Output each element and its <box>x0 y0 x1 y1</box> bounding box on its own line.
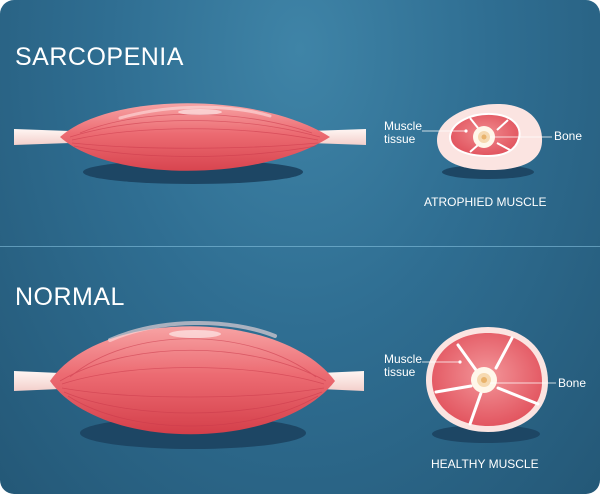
caption-atrophied: ATROPHIED MUSCLE <box>424 195 547 209</box>
muscle-belly-bottom <box>50 326 335 435</box>
atrophied-cross-section <box>422 103 552 179</box>
title-sarcopenia: SARCOPENIA <box>15 43 184 71</box>
tendon-right-top <box>310 129 366 145</box>
healthy-muscle <box>14 321 364 449</box>
muscle-tissue-label-bottom: Muscle tissue <box>384 352 423 379</box>
bone-label-top: Bone <box>554 129 583 143</box>
title-normal: NORMAL <box>15 283 125 311</box>
section-divider <box>0 246 600 247</box>
caption-healthy: HEALTHY MUSCLE <box>431 457 539 471</box>
tendon-right-bottom <box>320 371 364 391</box>
bone-label-bottom: Bone <box>558 376 587 390</box>
atrophied-muscle <box>14 103 366 184</box>
muscle-tissue-label-top: Muscle tissue <box>384 119 423 146</box>
tendon-left-top <box>14 129 70 145</box>
tendon-left-bottom <box>14 371 60 391</box>
healthy-cross-section <box>422 327 556 443</box>
